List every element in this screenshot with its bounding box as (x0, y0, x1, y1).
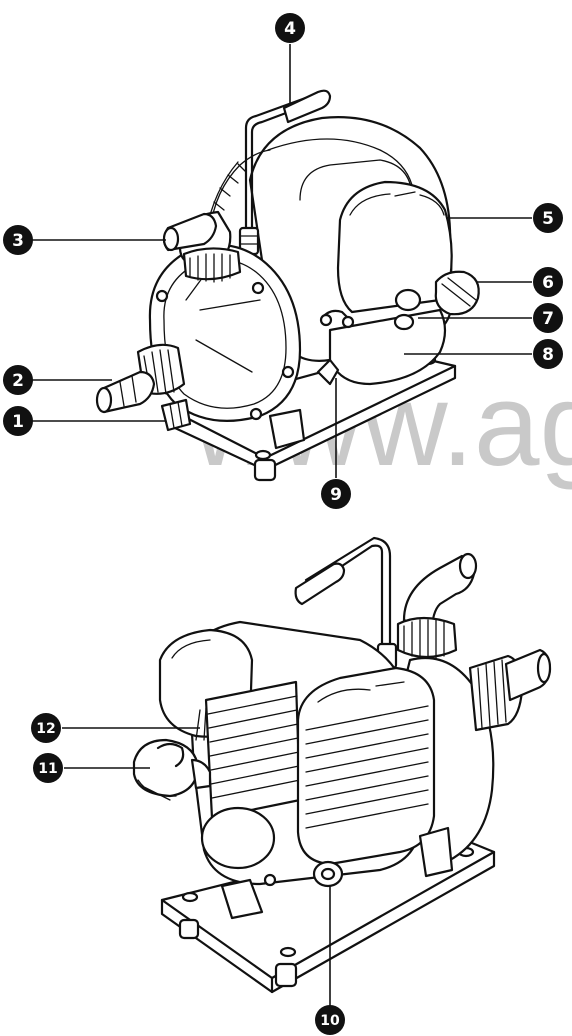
callout-8: 8 (533, 339, 563, 369)
callout-2-number: 2 (12, 371, 24, 391)
callout-10: 10 (315, 1005, 345, 1035)
callout-9-number: 9 (330, 485, 342, 505)
callout-4-number: 4 (284, 19, 296, 39)
callout-12-number: 12 (36, 721, 55, 737)
callout-7: 7 (533, 303, 563, 333)
callout-10-number: 10 (320, 1013, 340, 1029)
callout-9: 9 (321, 479, 351, 509)
callout-11: 11 (33, 753, 63, 783)
callout-12: 12 (31, 713, 61, 743)
callout-7-number: 7 (542, 309, 554, 329)
callout-6-number: 6 (542, 273, 554, 293)
callout-1: 1 (3, 406, 33, 436)
callouts: 1 2 3 4 5 6 7 8 (3, 13, 563, 1035)
callout-8-number: 8 (542, 345, 554, 365)
leader-lines (30, 44, 532, 1008)
callout-1-number: 1 (12, 412, 24, 432)
callout-5-number: 5 (542, 209, 554, 229)
pump-rear-view (132, 536, 552, 994)
pump-front-view (95, 89, 480, 482)
callout-11-number: 11 (38, 761, 57, 777)
callout-3: 3 (3, 225, 33, 255)
callout-3-number: 3 (12, 231, 24, 251)
callout-4: 4 (275, 13, 305, 43)
callout-5: 5 (533, 203, 563, 233)
callout-2: 2 (3, 365, 33, 395)
callout-6: 6 (533, 267, 563, 297)
